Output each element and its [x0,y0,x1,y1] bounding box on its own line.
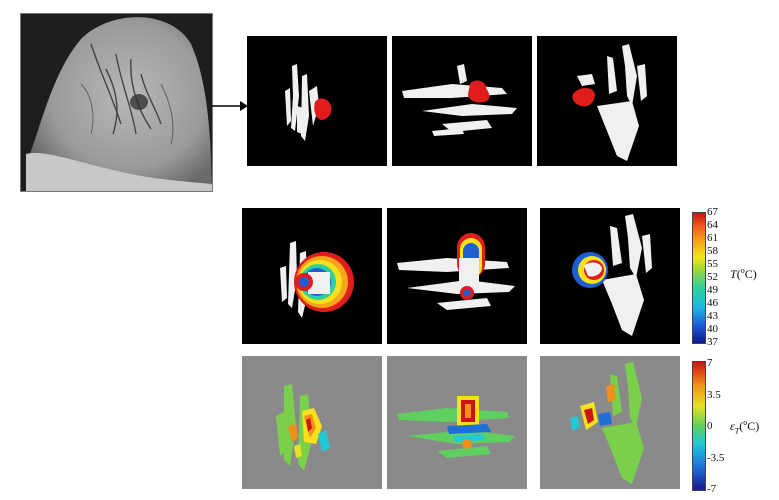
temperature-tick-58: 58 [707,245,718,257]
temperature-tick-64: 64 [707,219,718,231]
temperature-tick-46: 46 [707,297,718,309]
error-panel-3 [540,356,680,489]
temperature-tick-55: 55 [707,258,718,270]
temperature-colorbar-label: T(oC) [730,266,757,281]
segmentation-panel-2 [392,36,532,166]
temperature-tick-67: 67 [707,206,718,218]
error-panel-1 [242,356,382,489]
segmentation-panel-3 [537,36,677,166]
mri-breast-image [20,13,213,192]
temperature-colorbar [692,212,706,344]
temperature-panel-3 [540,208,680,344]
temperature-panel-1 [242,208,382,344]
error-tick-3-5: 3.5 [707,389,721,401]
temperature-tick-52: 52 [707,271,718,283]
error-colorbar-label: εT(oC) [730,418,760,436]
right-arrow-icon [212,96,248,116]
error-tick-neg-3-5: -3.5 [707,452,725,464]
error-tick-neg-7: -7 [707,483,717,495]
temperature-tick-49: 49 [707,284,718,296]
temperature-panel-2 [387,208,527,344]
temperature-tick-61: 61 [707,232,718,244]
temperature-tick-40: 40 [707,323,718,335]
segmentation-panel-1 [247,36,387,166]
temperature-tick-37: 37 [707,336,718,348]
temperature-tick-43: 43 [707,310,718,322]
error-tick-7: 7 [707,357,713,369]
error-tick-0: 0 [707,420,713,432]
error-colorbar [692,361,706,491]
error-panel-2 [387,356,527,489]
